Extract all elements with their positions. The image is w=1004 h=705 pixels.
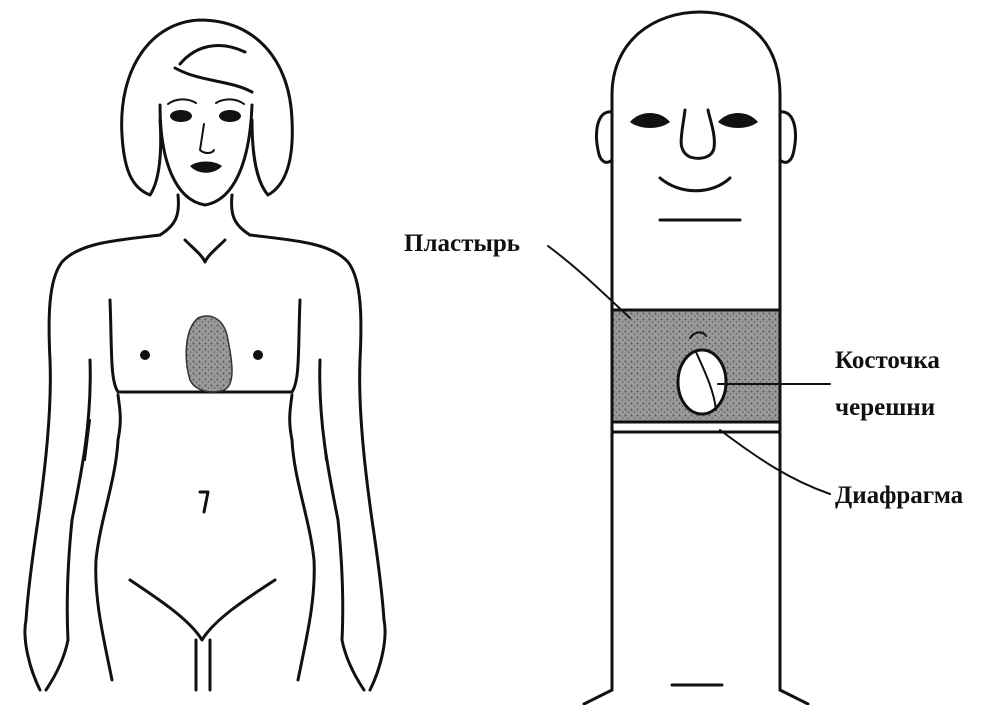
woman-nose bbox=[200, 124, 214, 153]
label-diaphragm: Диафрагма bbox=[835, 482, 964, 509]
woman-right-eye bbox=[219, 110, 241, 122]
label-cherry-pit-line2: черешни bbox=[835, 394, 935, 421]
simple-figure-right-ear bbox=[780, 112, 795, 162]
woman-waist bbox=[96, 440, 315, 680]
woman-arms bbox=[25, 360, 385, 690]
diaphragm-leader-line bbox=[720, 430, 830, 494]
simple-figure-nose bbox=[681, 110, 714, 158]
woman-left-eye bbox=[170, 110, 192, 122]
label-plaster: Пластырь bbox=[404, 230, 520, 257]
simple-figure-left-eye bbox=[630, 113, 670, 128]
simple-figure-left-ear bbox=[597, 112, 612, 162]
simple-figure-mouth bbox=[660, 178, 730, 191]
simple-figure-right-eye bbox=[718, 113, 758, 128]
woman-navel bbox=[200, 492, 208, 512]
woman-pelvis bbox=[130, 580, 275, 690]
woman-mouth bbox=[190, 162, 222, 173]
cherry-pit bbox=[678, 350, 726, 414]
simple-figure: Пластырь Косточка черешни Диафрагма bbox=[404, 12, 964, 704]
woman-right-nipple bbox=[253, 350, 263, 360]
plaster-leader-line bbox=[548, 246, 630, 318]
woman-figure bbox=[25, 20, 385, 690]
woman-torso-outline bbox=[26, 235, 384, 620]
woman-heart-patch bbox=[186, 316, 232, 392]
simple-figure-feet bbox=[584, 685, 808, 704]
woman-left-nipple bbox=[140, 350, 150, 360]
label-cherry-pit-line1: Косточка bbox=[835, 347, 940, 374]
diaphragm-band bbox=[612, 422, 780, 432]
